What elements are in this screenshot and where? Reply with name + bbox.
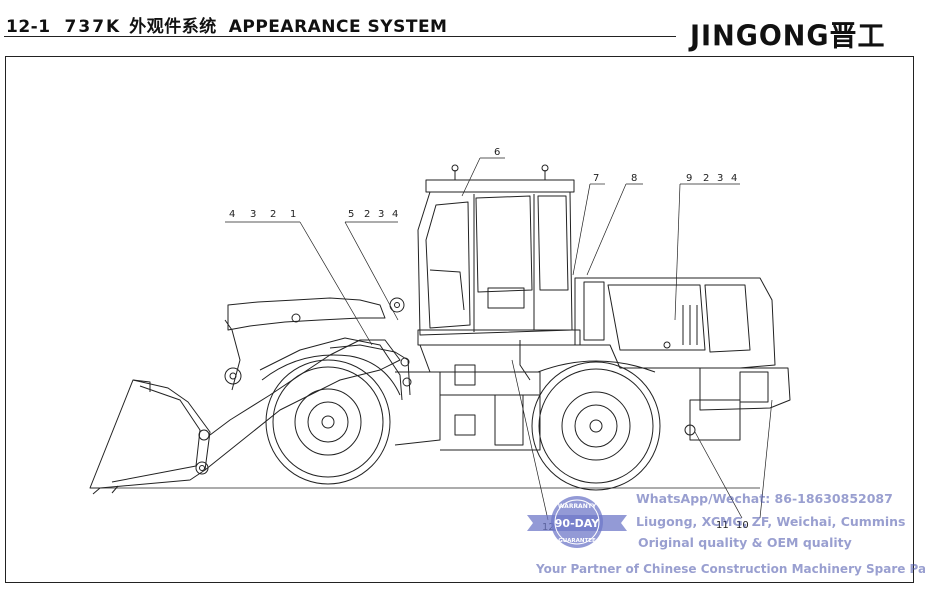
callout-4: 4 [229, 209, 235, 220]
callout-2: 2 [270, 209, 276, 220]
front-wheel [265, 359, 391, 485]
warranty-main-text: 90-DAY [555, 517, 600, 530]
bucket [89, 379, 211, 495]
rear-wheel [531, 361, 661, 491]
callout-6: 6 [494, 147, 500, 158]
callout-7: 7 [593, 173, 599, 184]
callout-8: 8 [631, 173, 637, 184]
chassis [394, 340, 541, 451]
watermark-quality: Original quality & OEM quality [638, 535, 852, 550]
callout-2b: 2 [364, 209, 370, 220]
callout-1: 1 [290, 209, 296, 220]
callout-3c: 3 [717, 173, 723, 184]
watermark-partner: Your Partner of Chinese Construction Mac… [536, 562, 925, 576]
title-chinese: 外观件系统 [129, 17, 217, 37]
callout-11: 11 [716, 520, 729, 531]
callout-5: 5 [348, 209, 354, 220]
callout-3: 3 [250, 209, 256, 220]
header-rule [4, 36, 676, 37]
callout-4c: 4 [731, 173, 737, 184]
title-english: APPEARANCE SYSTEM [228, 17, 448, 37]
warranty-badge: WARRANTY 90-DAY GUARANTEE [527, 496, 627, 548]
boom-arm [204, 297, 405, 471]
brand-logo: JINGONG晋工 [690, 20, 886, 53]
counterweight [684, 367, 791, 441]
model-number: 737K [64, 17, 122, 37]
callout-2c: 2 [703, 173, 709, 184]
rear-fender [537, 360, 656, 373]
section-number: 12-1 [6, 17, 51, 37]
watermark-brands: Liugong, XCMG, ZF, Weichai, Cummins [636, 514, 906, 529]
engine-hood [574, 277, 776, 369]
callouts: 4 3 2 1 5 2 3 4 6 7 8 9 2 3 4 12 11 10 [229, 147, 749, 533]
watermark-contact: WhatsApp/Wechat: 86-18630852087 [636, 491, 893, 506]
warranty-bottom-text: GUARANTEE [558, 538, 596, 544]
drawing-frame [5, 56, 914, 583]
front-fender [261, 354, 401, 396]
warranty-top-text: WARRANTY [558, 503, 597, 510]
cab [417, 164, 575, 336]
callout-10: 10 [736, 520, 749, 531]
callout-4b: 4 [392, 209, 398, 220]
callout-9: 9 [686, 173, 692, 184]
page-title: 12-1 737K 外观件系统 APPEARANCE SYSTEM [6, 12, 447, 37]
callout-3b: 3 [378, 209, 384, 220]
